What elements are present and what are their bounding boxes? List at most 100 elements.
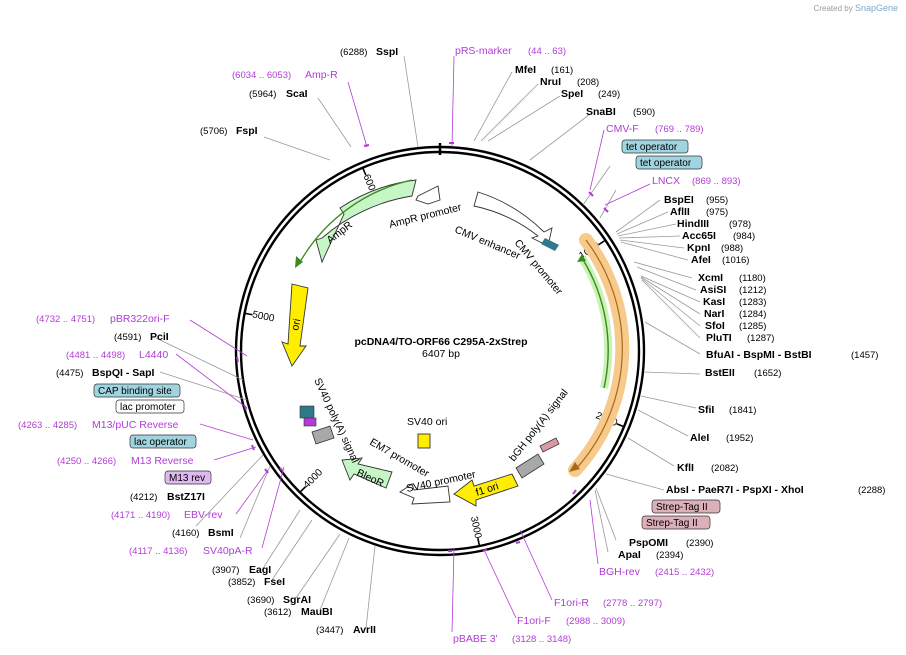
enzyme-label: BstZ17I bbox=[167, 491, 205, 503]
bleor-arrow bbox=[341, 457, 393, 489]
primer-label: M13/pUC Reverse bbox=[92, 419, 179, 431]
enzyme-position: (6288) bbox=[340, 47, 367, 58]
feature-label-bgh-polya: bGH poly(A) signal bbox=[507, 387, 571, 464]
m13-rev-mark bbox=[303, 417, 317, 427]
ampr-green-arrowhead bbox=[295, 256, 303, 268]
orf-green-line bbox=[581, 257, 609, 389]
enzyme-position: (955) bbox=[706, 195, 728, 206]
enzyme-position: (3907) bbox=[212, 565, 239, 576]
enzyme-label: EagI bbox=[249, 564, 271, 576]
enzyme-position: (4475) bbox=[56, 368, 83, 379]
enzyme-label: FseI bbox=[264, 576, 285, 588]
tet-operator-box bbox=[635, 155, 703, 170]
enzyme-position: (2390) bbox=[686, 538, 713, 549]
primer-label: pBABE 3' bbox=[453, 633, 498, 645]
primer-position: (769 .. 789) bbox=[655, 124, 704, 135]
enzyme-position: (1212) bbox=[739, 285, 766, 296]
primer-position: (4250 .. 4266) bbox=[57, 456, 116, 467]
enzyme-label: BfuAI - BspMI - BstBI bbox=[706, 349, 812, 361]
orf-highlight-edge bbox=[574, 239, 623, 471]
enzyme-label: ScaI bbox=[286, 88, 308, 100]
strep-tag-box bbox=[651, 499, 721, 514]
enzyme-position: (2082) bbox=[711, 463, 738, 474]
primer-label: EBV-rev bbox=[184, 509, 223, 521]
enzyme-label: XcmI bbox=[698, 272, 723, 284]
bp-tick-mark bbox=[299, 486, 307, 493]
primer-label: pRS-marker bbox=[455, 45, 512, 57]
primer-position: (6034 .. 6053) bbox=[232, 70, 291, 81]
primer-leader-lines bbox=[175, 55, 651, 633]
primer-position: (4117 .. 4136) bbox=[129, 546, 187, 557]
enzyme-position: (161) bbox=[551, 65, 573, 76]
enzyme-label: AbsI - PaeR7I - PspXI - XhoI bbox=[666, 484, 804, 496]
ampr-green-line bbox=[299, 179, 413, 263]
strep-tag-mark bbox=[539, 437, 560, 453]
enzyme-label: PspOMI bbox=[629, 537, 668, 549]
enzyme-position: (984) bbox=[733, 231, 755, 242]
sv40-polya-box bbox=[311, 425, 335, 445]
enzyme-position: (5964) bbox=[249, 89, 276, 100]
tet-operator-box bbox=[621, 139, 689, 154]
enzyme-position: (1457) bbox=[851, 350, 878, 361]
bp-tick-mark bbox=[361, 167, 367, 176]
enzyme-label: AflII bbox=[670, 206, 690, 218]
enzyme-label: ApaI bbox=[618, 549, 641, 561]
primer-label: Amp-R bbox=[305, 69, 338, 81]
enzyme-position: (2288) bbox=[858, 485, 885, 496]
enzyme-label: KasI bbox=[703, 296, 725, 308]
enzyme-label: AleI bbox=[690, 432, 709, 444]
enzyme-label: SfiI bbox=[698, 404, 714, 416]
sv40-ori-box bbox=[417, 433, 431, 449]
primer-position: (869 .. 893) bbox=[692, 176, 741, 187]
enzyme-position: (3852) bbox=[228, 577, 255, 588]
enzyme-position: (4591) bbox=[114, 332, 141, 343]
credit-brand: SnapGene bbox=[854, 3, 898, 13]
primer-position: (3128 .. 3148) bbox=[512, 634, 571, 645]
bgh-polya-box bbox=[515, 453, 545, 479]
enzyme-label: PluTI bbox=[706, 332, 732, 344]
primer-label: F1ori-R bbox=[554, 597, 589, 609]
enzyme-position: (1016) bbox=[722, 255, 749, 266]
primer-label: F1ori-F bbox=[517, 615, 551, 627]
plasmid-name: pcDNA4/TO-ORF66 C295A-2xStrep bbox=[354, 336, 527, 348]
primer-marks bbox=[236, 142, 609, 552]
enzyme-label: PciI bbox=[150, 331, 169, 343]
enzyme-position: (978) bbox=[729, 219, 751, 230]
enzyme-position: (4212) bbox=[130, 492, 157, 503]
enzyme-label: HindIII bbox=[677, 218, 709, 230]
boxed-label: CAP binding site bbox=[98, 386, 172, 397]
enzyme-position: (1652) bbox=[754, 368, 781, 379]
primer-position: (4263 .. 4285) bbox=[18, 420, 77, 431]
primer-label: SV40pA-R bbox=[203, 545, 253, 557]
enzyme-label: AfeI bbox=[691, 254, 711, 266]
boxed-label: lac promoter bbox=[120, 402, 176, 413]
primer-label: LNCX bbox=[652, 175, 680, 187]
lac-promoter-box bbox=[115, 399, 185, 414]
enzyme-label: MauBI bbox=[301, 606, 333, 618]
feature-label-cmv-enhancer: CMV enhancer bbox=[453, 224, 523, 263]
primer-position: (44 .. 63) bbox=[528, 46, 566, 57]
bp-tick-mark bbox=[477, 538, 481, 547]
enzyme-label: KflI bbox=[677, 462, 694, 474]
enzyme-label: NruI bbox=[540, 76, 561, 88]
leader-lines bbox=[155, 55, 701, 629]
enzyme-position: (5706) bbox=[200, 126, 227, 137]
orf-arrowhead bbox=[569, 462, 580, 472]
enzyme-position: (590) bbox=[633, 107, 655, 118]
enzyme-label: SfoI bbox=[705, 320, 725, 332]
feature-label-sv40-polya: SV40 poly(A) signal bbox=[311, 376, 361, 465]
enzyme-label: Acc65I bbox=[682, 230, 716, 242]
bp-tick-mark bbox=[616, 422, 625, 428]
enzyme-position: (1287) bbox=[747, 333, 774, 344]
primer-position: (4171 .. 4190) bbox=[111, 510, 170, 521]
orf-highlight-arc bbox=[568, 233, 630, 477]
ori-arrow bbox=[281, 283, 309, 367]
primer-label: pBR322ori-F bbox=[110, 313, 170, 325]
enzyme-label: KpnI bbox=[687, 242, 710, 254]
enzyme-label: NarI bbox=[704, 308, 725, 320]
bp-tick-mark bbox=[598, 239, 606, 246]
enzyme-position: (1285) bbox=[739, 321, 766, 332]
enzyme-label: MfeI bbox=[515, 64, 536, 76]
primer-position: (2415 .. 2432) bbox=[655, 567, 714, 578]
